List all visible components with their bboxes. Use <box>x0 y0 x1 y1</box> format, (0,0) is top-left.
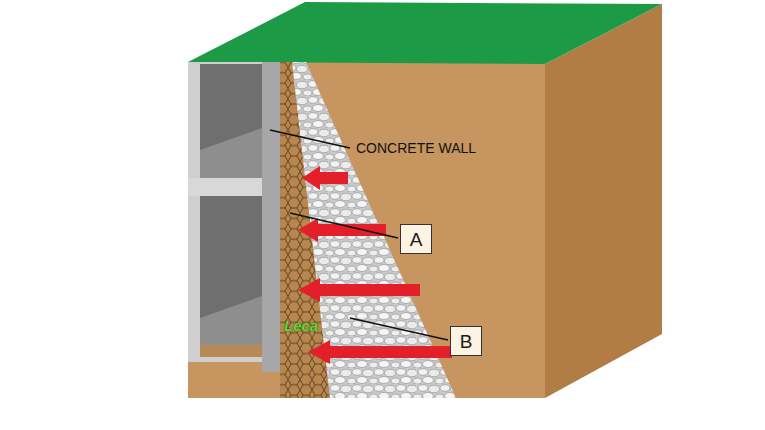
grass-top <box>188 2 662 64</box>
footing <box>200 345 264 357</box>
soil-side-face <box>545 4 662 398</box>
floor-slab <box>188 178 264 196</box>
brand-logo-text: Leca <box>284 318 318 333</box>
part-label: CONCRETE WALL <box>356 141 476 155</box>
leader-lines <box>270 130 448 340</box>
concrete-wall <box>262 62 280 372</box>
room-lower-floor <box>200 296 262 345</box>
room-upper-floor <box>200 128 262 178</box>
room-upper <box>200 64 262 178</box>
part-letter: B <box>460 332 473 351</box>
label-box: A <box>400 224 432 254</box>
soil-front-face <box>188 62 545 398</box>
building-frame <box>188 62 264 362</box>
gravel-wedge <box>292 62 456 398</box>
label-box: B <box>450 326 482 356</box>
room-lower <box>200 196 262 345</box>
pressure-arrows <box>298 166 452 364</box>
part-letter: A <box>410 230 423 249</box>
